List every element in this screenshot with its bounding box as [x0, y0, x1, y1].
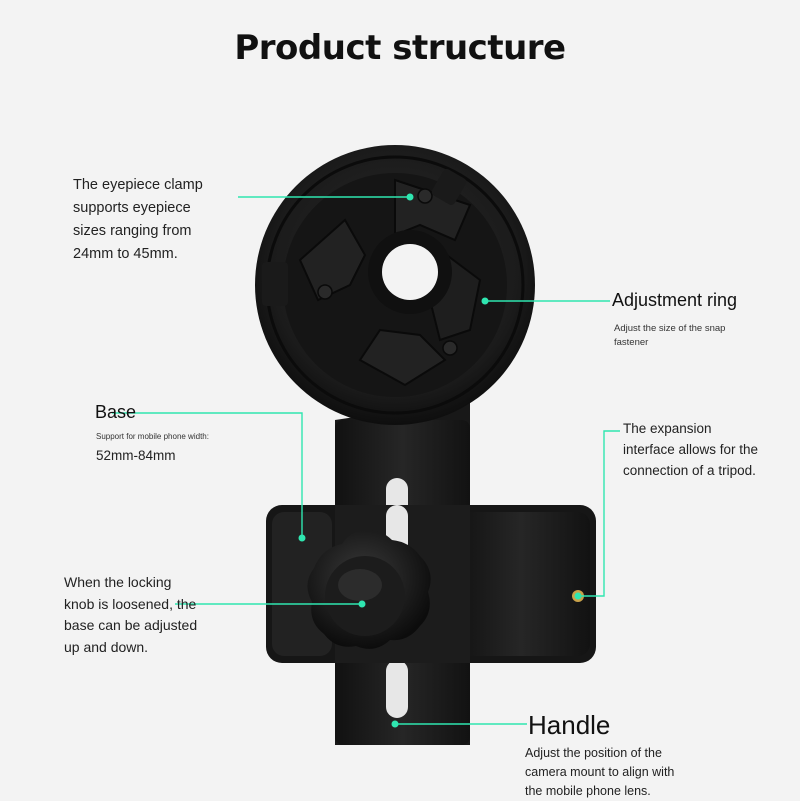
handle-desc-line: Adjust the position of the — [525, 746, 662, 760]
locking-knob-callout: When the locking knob is loosened, the b… — [64, 572, 197, 658]
expansion-line: interface allows for the — [623, 442, 759, 457]
base-desc: Support for mobile phone width: — [96, 432, 209, 441]
eyepiece-line: 24mm to 45mm. — [73, 246, 178, 262]
eyepiece-line: sizes ranging from — [73, 223, 192, 239]
adjustment-ring-label: Adjustment ring — [612, 290, 738, 310]
eyepiece-line: supports eyepiece — [73, 200, 191, 216]
handle-desc-line: camera mount to align with — [525, 765, 675, 779]
eyepiece-line: The eyepiece clamp — [73, 177, 203, 193]
handle-desc-line: the mobile phone lens. — [525, 784, 651, 798]
eyepiece-clamp — [255, 145, 535, 425]
expansion-callout: The expansion interface allows for the c… — [623, 418, 758, 481]
page-title: Product structure — [234, 28, 566, 68]
eyepiece-hole — [382, 244, 438, 300]
handle-label: Handle — [528, 710, 611, 740]
adjustment-ring-desc-line: Adjust the size of the snap — [614, 323, 726, 334]
leader-dots — [298, 193, 582, 728]
adjustment-ring-desc-line: fastener — [614, 337, 649, 348]
expansion-line: connection of a tripod. — [623, 463, 756, 478]
handle-desc: Adjust the position of the camera mount … — [525, 744, 674, 801]
base-label: Base — [95, 402, 137, 422]
eyepiece-callout: The eyepiece clamp supports eyepiece siz… — [73, 174, 203, 266]
locking-knob-line: up and down. — [64, 638, 149, 655]
expansion-line: The expansion — [623, 421, 712, 436]
locking-knob-icon — [307, 529, 431, 649]
locking-knob-line: knob is loosened, the — [64, 595, 197, 612]
locking-knob-line: When the locking — [64, 574, 172, 590]
lower-slot — [386, 660, 408, 718]
leader-lines — [112, 196, 620, 725]
locking-knob-line: base can be adjusted — [64, 617, 198, 633]
adjustment-ring-desc: Adjust the size of the snap fastener — [614, 322, 725, 350]
base-value: 52mm-84mm — [96, 448, 176, 463]
